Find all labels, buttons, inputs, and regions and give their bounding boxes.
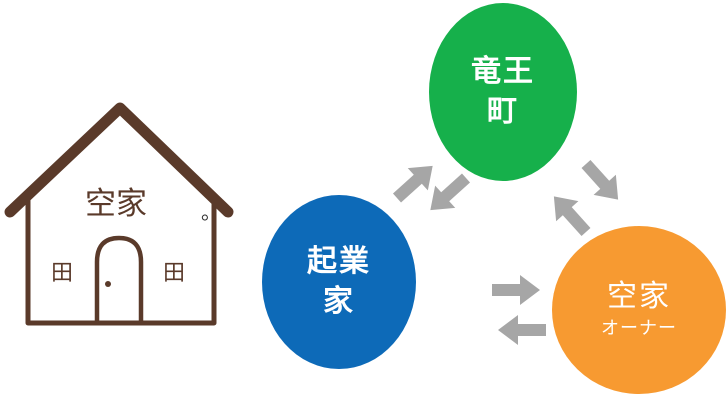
node-owner-label-line2: オーナー [601, 318, 677, 339]
door-knob [105, 281, 111, 287]
arrow-town-to-owner [574, 153, 630, 210]
node-owner-label-line1: 空家 [607, 279, 671, 314]
house-window-right: 田 [163, 261, 185, 286]
house-window-left: 田 [51, 261, 73, 286]
house-roof [4, 102, 234, 218]
house-door [94, 235, 144, 323]
node-town: 竜王 町 [429, 3, 577, 181]
node-entrepreneur: 起業 家 [262, 195, 416, 369]
arrow-owner-to-town [542, 186, 598, 243]
arrow-owner-to-entrepreneur [498, 315, 546, 345]
house-label: 空家 [85, 186, 147, 222]
node-entrepreneur-label-line2: 家 [323, 284, 355, 319]
trailing-punctuation: 。 [201, 200, 221, 224]
node-entrepreneur-label-line1: 起業 [307, 244, 371, 279]
house-walls [25, 193, 217, 326]
node-town-label-line2: 町 [487, 94, 519, 129]
arrow-entrepreneur-to-owner [492, 275, 540, 305]
node-owner: 空家 オーナー [552, 226, 726, 394]
node-town-label-line1: 竜王 [471, 54, 535, 89]
